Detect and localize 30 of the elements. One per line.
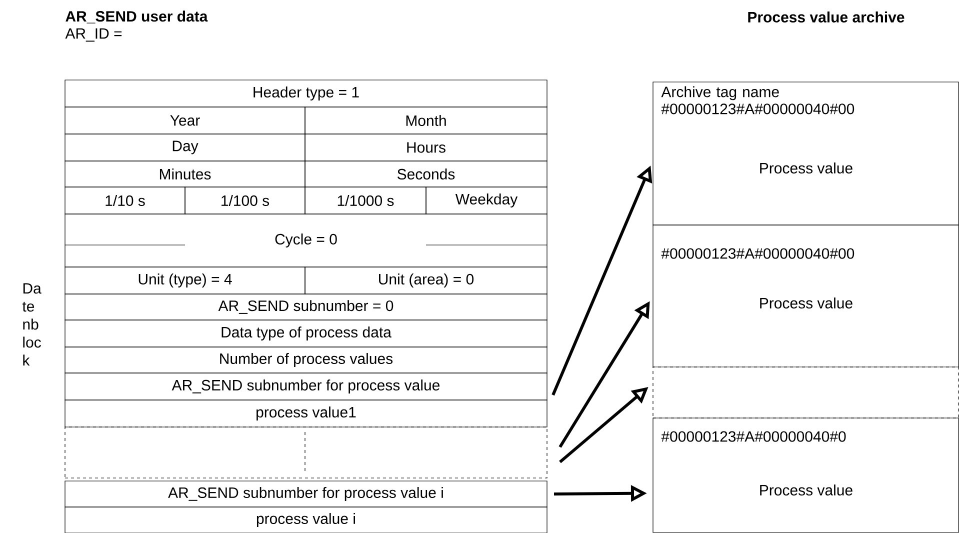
table-cell: Unit (type) = 4 (64, 266, 306, 294)
table-cell: Unit (area) = 0 (304, 266, 548, 294)
table-cell: 1/1000 s (304, 186, 426, 214)
table-cell: Header type = 1 (64, 80, 548, 108)
table-cell: Number of process values (64, 346, 548, 374)
archive-box: #00000123#A#00000040#0 Process value (652, 418, 959, 533)
table-cell: process value1 (64, 400, 548, 428)
table-cell: Year (64, 106, 306, 134)
side-label: Da te nb loc k (22, 283, 42, 366)
heading: Process value archive (748, 12, 904, 22)
table-cell: Cycle = 0 (64, 214, 548, 268)
table-cell: Data type of process data (64, 320, 548, 348)
table-cell: Minutes (64, 160, 306, 188)
table-cell: Weekday (426, 186, 548, 214)
archive-box: Archive tag name #00000123#A#00000040#00 Process value (652, 82, 959, 226)
field-label: AR_ID = (65, 28, 122, 42)
gap-box (652, 366, 959, 418)
table-cell: AR_SEND subnumber = 0 (64, 294, 548, 320)
table-cell: Hours (304, 134, 548, 162)
table-cell: 1/10 s (64, 186, 186, 214)
gap-cell (64, 426, 548, 478)
table-cell: AR_SEND subnumber for process value (64, 372, 548, 400)
table-cell: Seconds (304, 160, 548, 188)
archive-box: #00000123#A#00000040#00 Process value (652, 224, 959, 368)
table-cell: Day (64, 134, 306, 162)
table-cell: 1/100 s (184, 186, 306, 214)
table-cell: Month (304, 106, 548, 134)
table-cell: process value i (64, 506, 548, 533)
heading: AR_SEND user data (66, 10, 208, 24)
table-cell: AR_SEND subnumber for process value i (64, 480, 548, 508)
